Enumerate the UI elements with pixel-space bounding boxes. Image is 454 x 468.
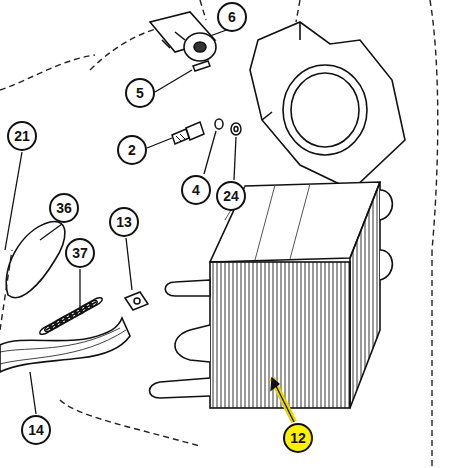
fitting (172, 122, 204, 144)
clamp (125, 292, 148, 310)
dashed-guide (0, 0, 438, 468)
leader-line (234, 137, 236, 180)
callout-circle: 5 (125, 78, 155, 108)
leader-line (272, 378, 294, 422)
callout-number: 24 (223, 189, 239, 203)
leader-line (5, 28, 294, 422)
callout-number: 21 (14, 129, 30, 143)
callout-circle: 14 (21, 415, 51, 445)
coupler (194, 42, 206, 52)
callout-circle: 12 (283, 423, 313, 453)
pin (193, 61, 210, 71)
clamp (134, 298, 140, 304)
leader-line (155, 70, 192, 92)
washer (215, 119, 241, 135)
dashed-guide (430, 0, 438, 250)
callout-number: 37 (72, 246, 88, 260)
shroud (250, 22, 405, 190)
leader-line (40, 224, 62, 240)
callout-circle: 37 (65, 238, 95, 268)
shroud (262, 22, 300, 120)
leader-line (272, 378, 294, 422)
callout-circle: 6 (217, 2, 247, 32)
fitting (176, 134, 186, 142)
coupler (150, 12, 216, 61)
coupler (162, 32, 185, 48)
leader-line (79, 269, 80, 310)
heater-core (350, 182, 380, 408)
callout-number: 36 (56, 201, 72, 215)
dashed-guide (296, 0, 300, 22)
callout-number: 2 (128, 143, 136, 157)
dashed-guide (60, 400, 200, 446)
leader-line (204, 131, 216, 174)
callout-number: 6 (228, 10, 236, 24)
heater-core (175, 325, 210, 362)
washer (231, 123, 241, 135)
pin (193, 61, 210, 71)
callout-circle: 36 (49, 193, 79, 223)
spring (38, 296, 103, 336)
spring-coil (88, 296, 103, 308)
heater-core (165, 280, 210, 296)
heater-core (210, 262, 350, 408)
spring (38, 296, 103, 336)
heater-core (380, 190, 392, 220)
leader-line (147, 138, 172, 148)
hose (0, 318, 130, 372)
callout-circle: 24 (216, 181, 246, 211)
washer (215, 119, 223, 129)
callout-circle: 4 (181, 175, 211, 205)
clamp (125, 292, 148, 310)
fitting (172, 129, 189, 144)
callout-number: 13 (116, 215, 132, 229)
coupler (184, 33, 216, 61)
leader-line (126, 238, 132, 290)
heater-core (380, 250, 392, 280)
leader-line (30, 372, 36, 414)
shroud (283, 65, 367, 155)
heater-core (150, 182, 393, 408)
belt (6, 222, 65, 298)
callout-circle: 21 (7, 121, 37, 151)
dashed-guide (90, 28, 160, 70)
callout-circle: 2 (117, 135, 147, 165)
spring (46, 302, 96, 330)
shroud (291, 73, 359, 147)
hose (0, 318, 130, 372)
heater-core (150, 190, 393, 398)
belt (6, 222, 65, 298)
dashed-guide (200, 0, 206, 20)
callout-circle: 13 (109, 207, 139, 237)
shroud (250, 22, 405, 190)
washer (234, 127, 238, 132)
leader-line (271, 378, 279, 390)
heater-core (150, 378, 211, 398)
leader-line (5, 152, 22, 250)
dashed-guide (431, 250, 432, 468)
dashed-guide (0, 55, 95, 90)
callout-number: 5 (136, 86, 144, 100)
hose (0, 328, 126, 364)
callout-number: 12 (290, 431, 306, 445)
callout-number: 14 (28, 423, 44, 437)
callout-number: 4 (192, 183, 200, 197)
coupler (150, 12, 215, 52)
